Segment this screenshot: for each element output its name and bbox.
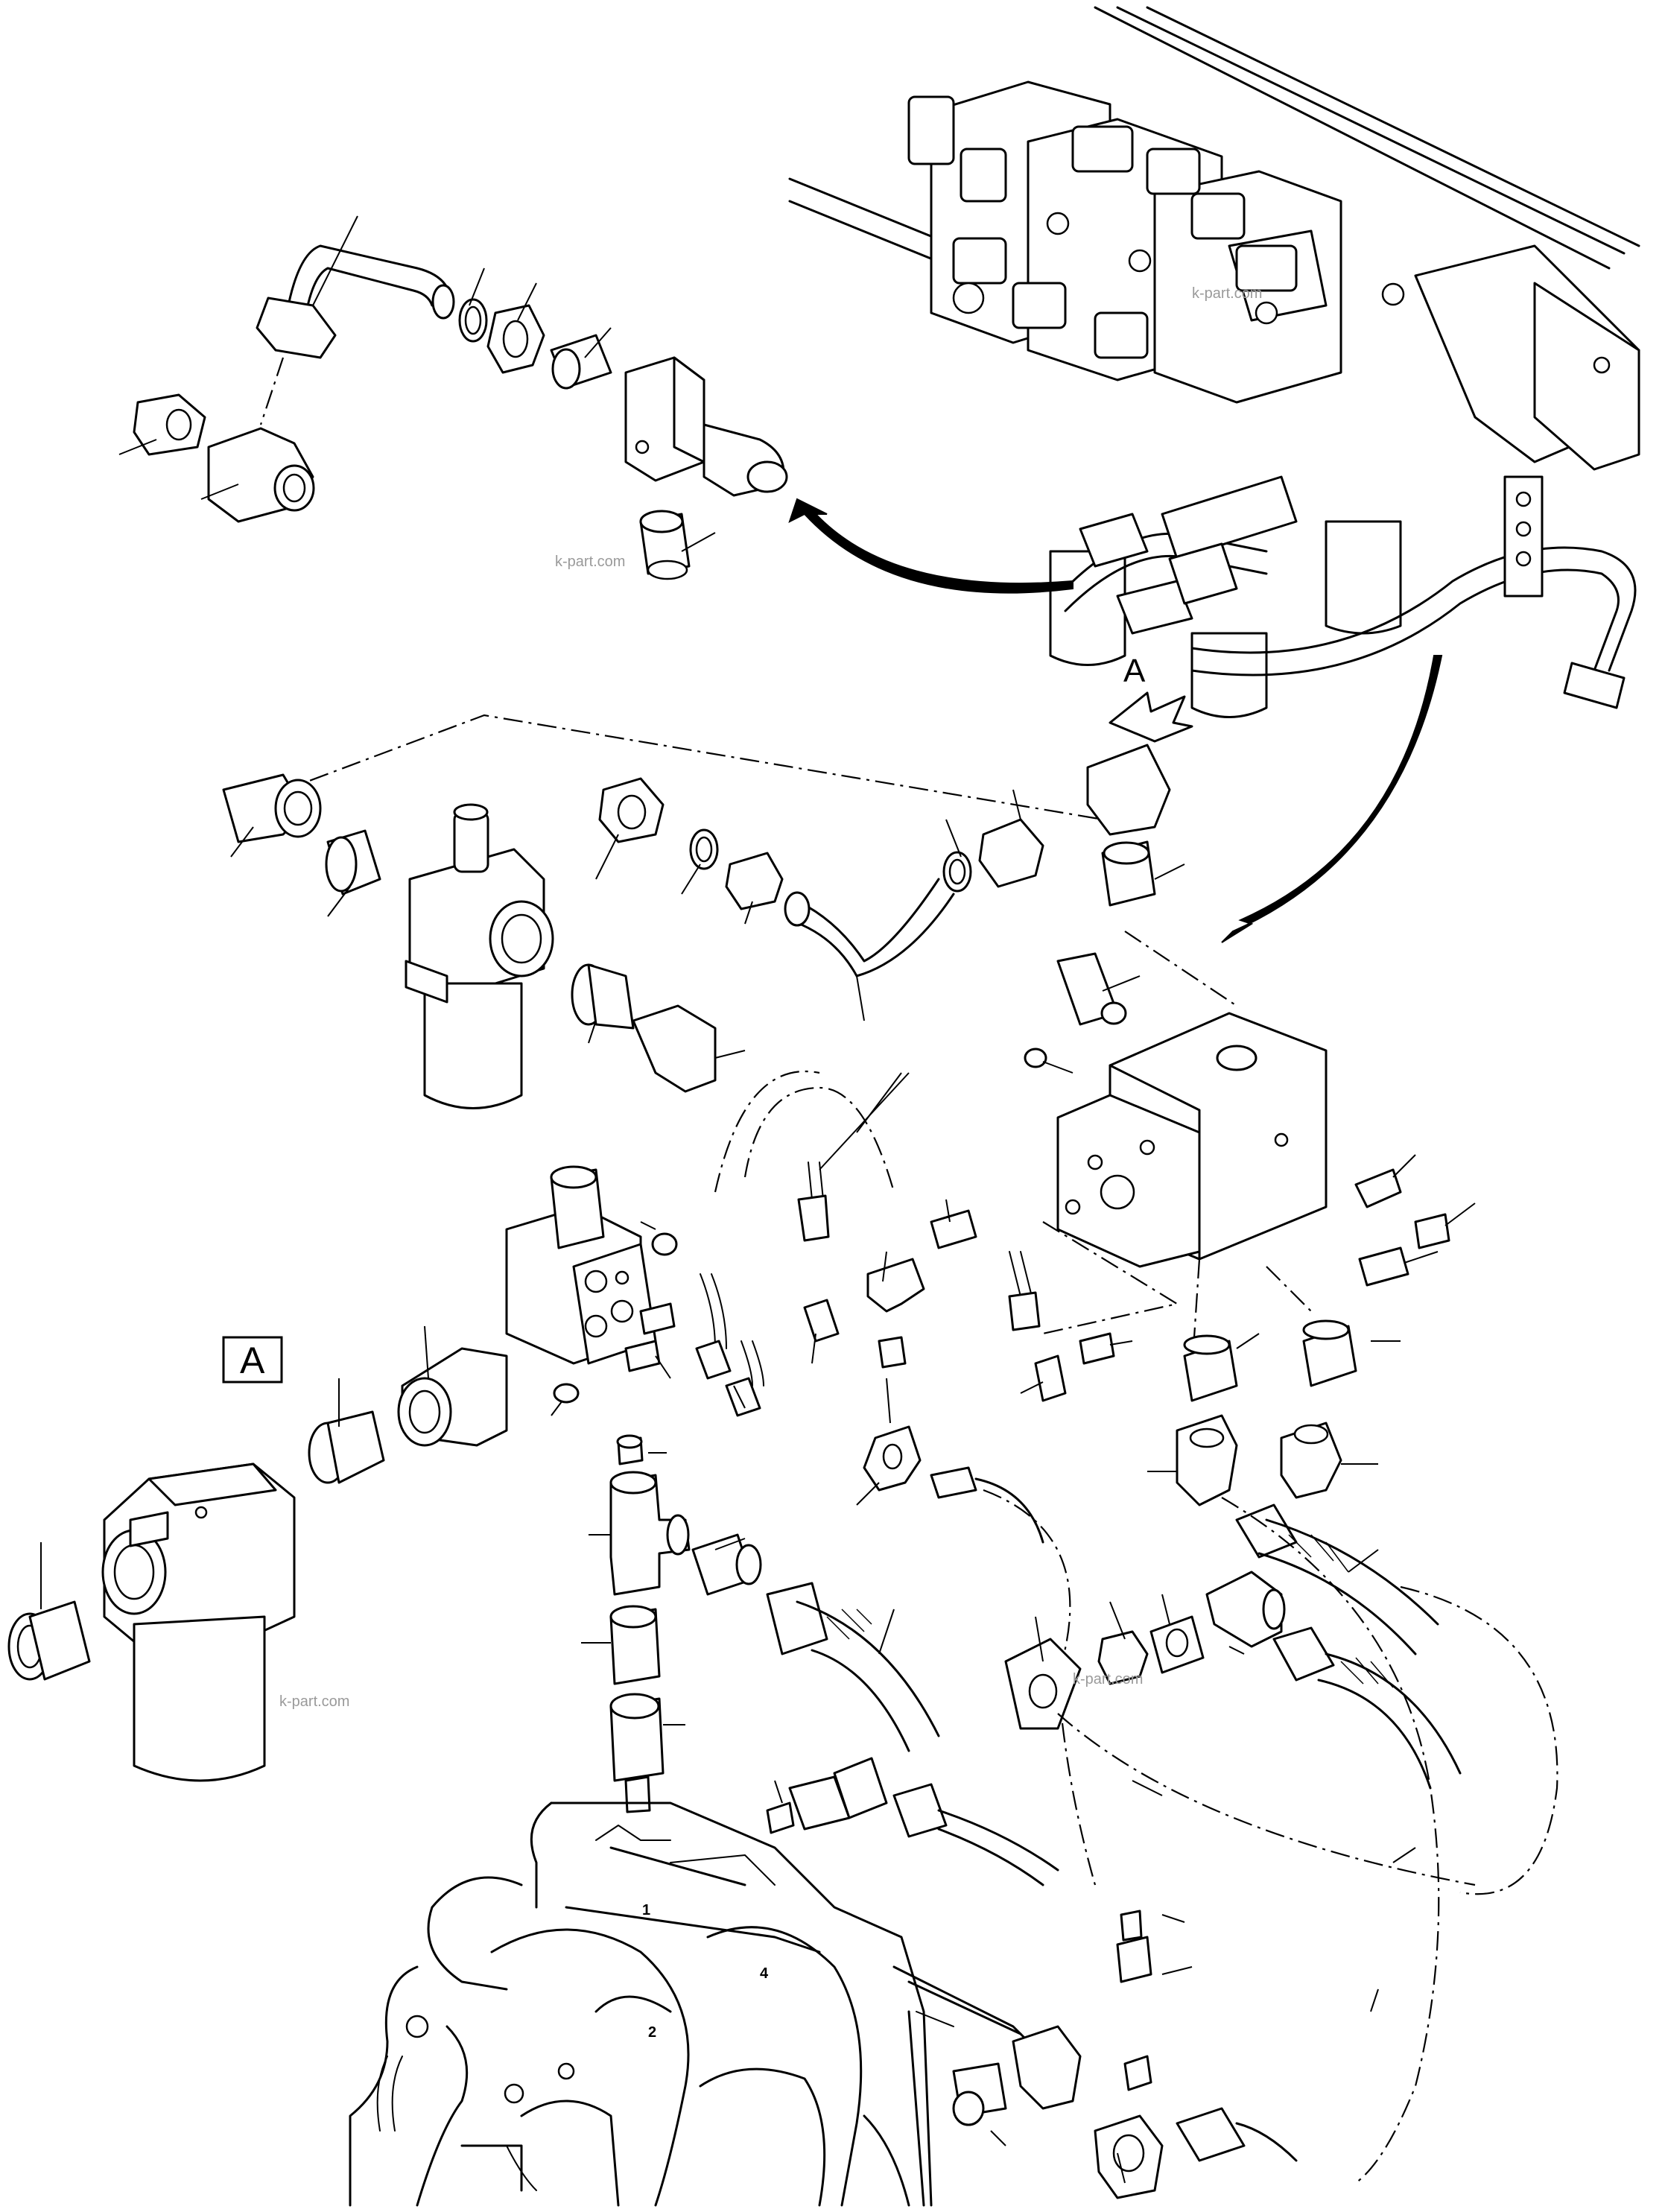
position-label-4: 4	[760, 1965, 769, 1982]
view-box-frame	[222, 1336, 283, 1384]
middle-filter-group	[222, 714, 1185, 1109]
view-arrow-letter: A	[1123, 653, 1146, 689]
watermark: k-part.com	[1192, 285, 1262, 302]
solenoid-valve-group	[505, 1070, 1133, 1417]
transmission-housing: 1 4 2	[349, 1801, 1030, 2207]
lower-filter-group: A	[7, 1325, 508, 1782]
watermark: k-part.com	[1073, 1671, 1143, 1687]
watermark: k-part.com	[555, 554, 625, 570]
view-box-label: A	[240, 1340, 265, 1381]
view-arrows: A	[788, 498, 1443, 943]
lower-right-fittings	[766, 1757, 1298, 2199]
upper-left-fitting-group	[118, 215, 788, 580]
position-label-1: 1	[642, 1902, 650, 1918]
watermark: k-part.com	[279, 1693, 349, 1710]
valve-bank-assembly	[788, 6, 1640, 718]
position-label-2: 2	[648, 2024, 656, 2041]
valve-block-group	[1024, 931, 1476, 1372]
